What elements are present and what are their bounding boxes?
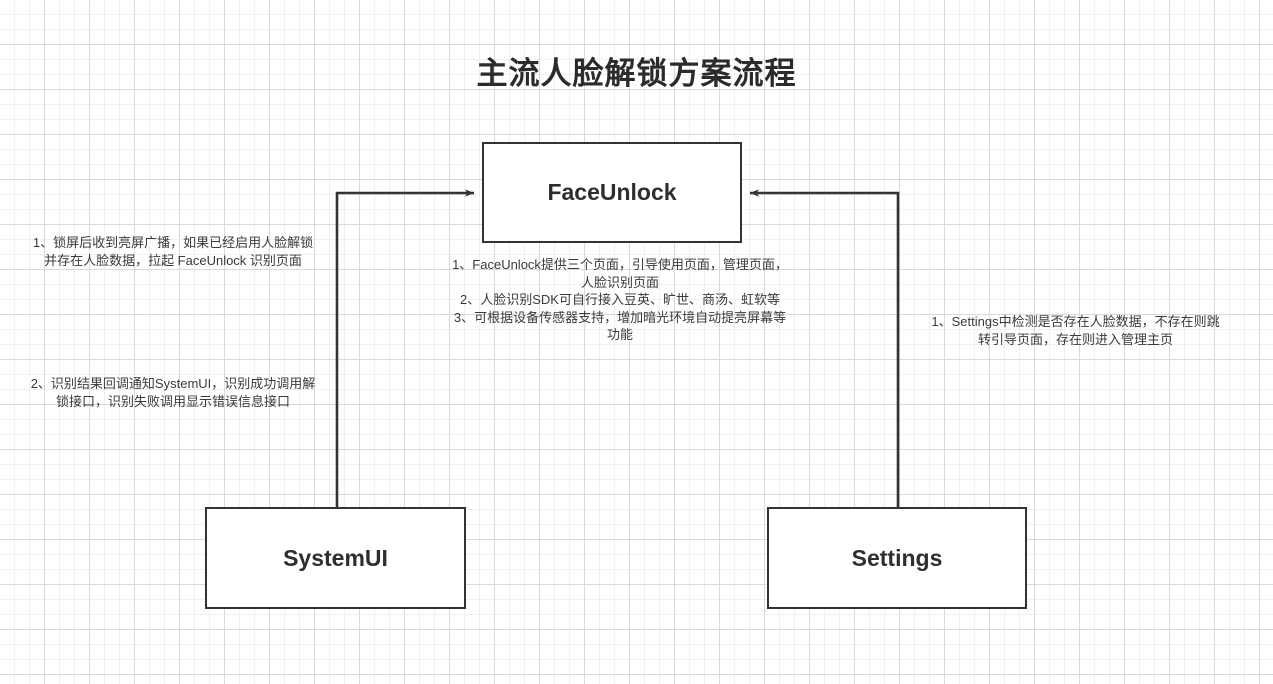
- note-systemui-step-1: 1、锁屏后收到亮屏广播，如果已经启用人脸解锁 并存在人脸数据，拉起 FaceUn…: [32, 235, 314, 268]
- page-title: 主流人脸解锁方案流程: [476, 56, 797, 91]
- node-faceunlock[interactable]: FaceUnlock: [482, 142, 742, 243]
- note-systemui-step-2: 2、识别结果回调通知SystemUI，识别成功调用解 锁接口，识别失败调用显示错…: [30, 376, 316, 409]
- edge-systemui-to-faceunlock: [335, 189, 474, 507]
- node-systemui[interactable]: SystemUI: [205, 507, 466, 609]
- edge-settings-to-faceunlock: [750, 189, 900, 507]
- node-settings[interactable]: Settings: [767, 507, 1027, 609]
- note-faceunlock-details: 1、FaceUnlock提供三个页面，引导使用页面，管理页面， 人脸识别页面 2…: [452, 257, 788, 342]
- note-settings-step-1: 1、Settings中检测是否存在人脸数据，不存在则跳 转引导页面，存在则进入管…: [931, 314, 1220, 347]
